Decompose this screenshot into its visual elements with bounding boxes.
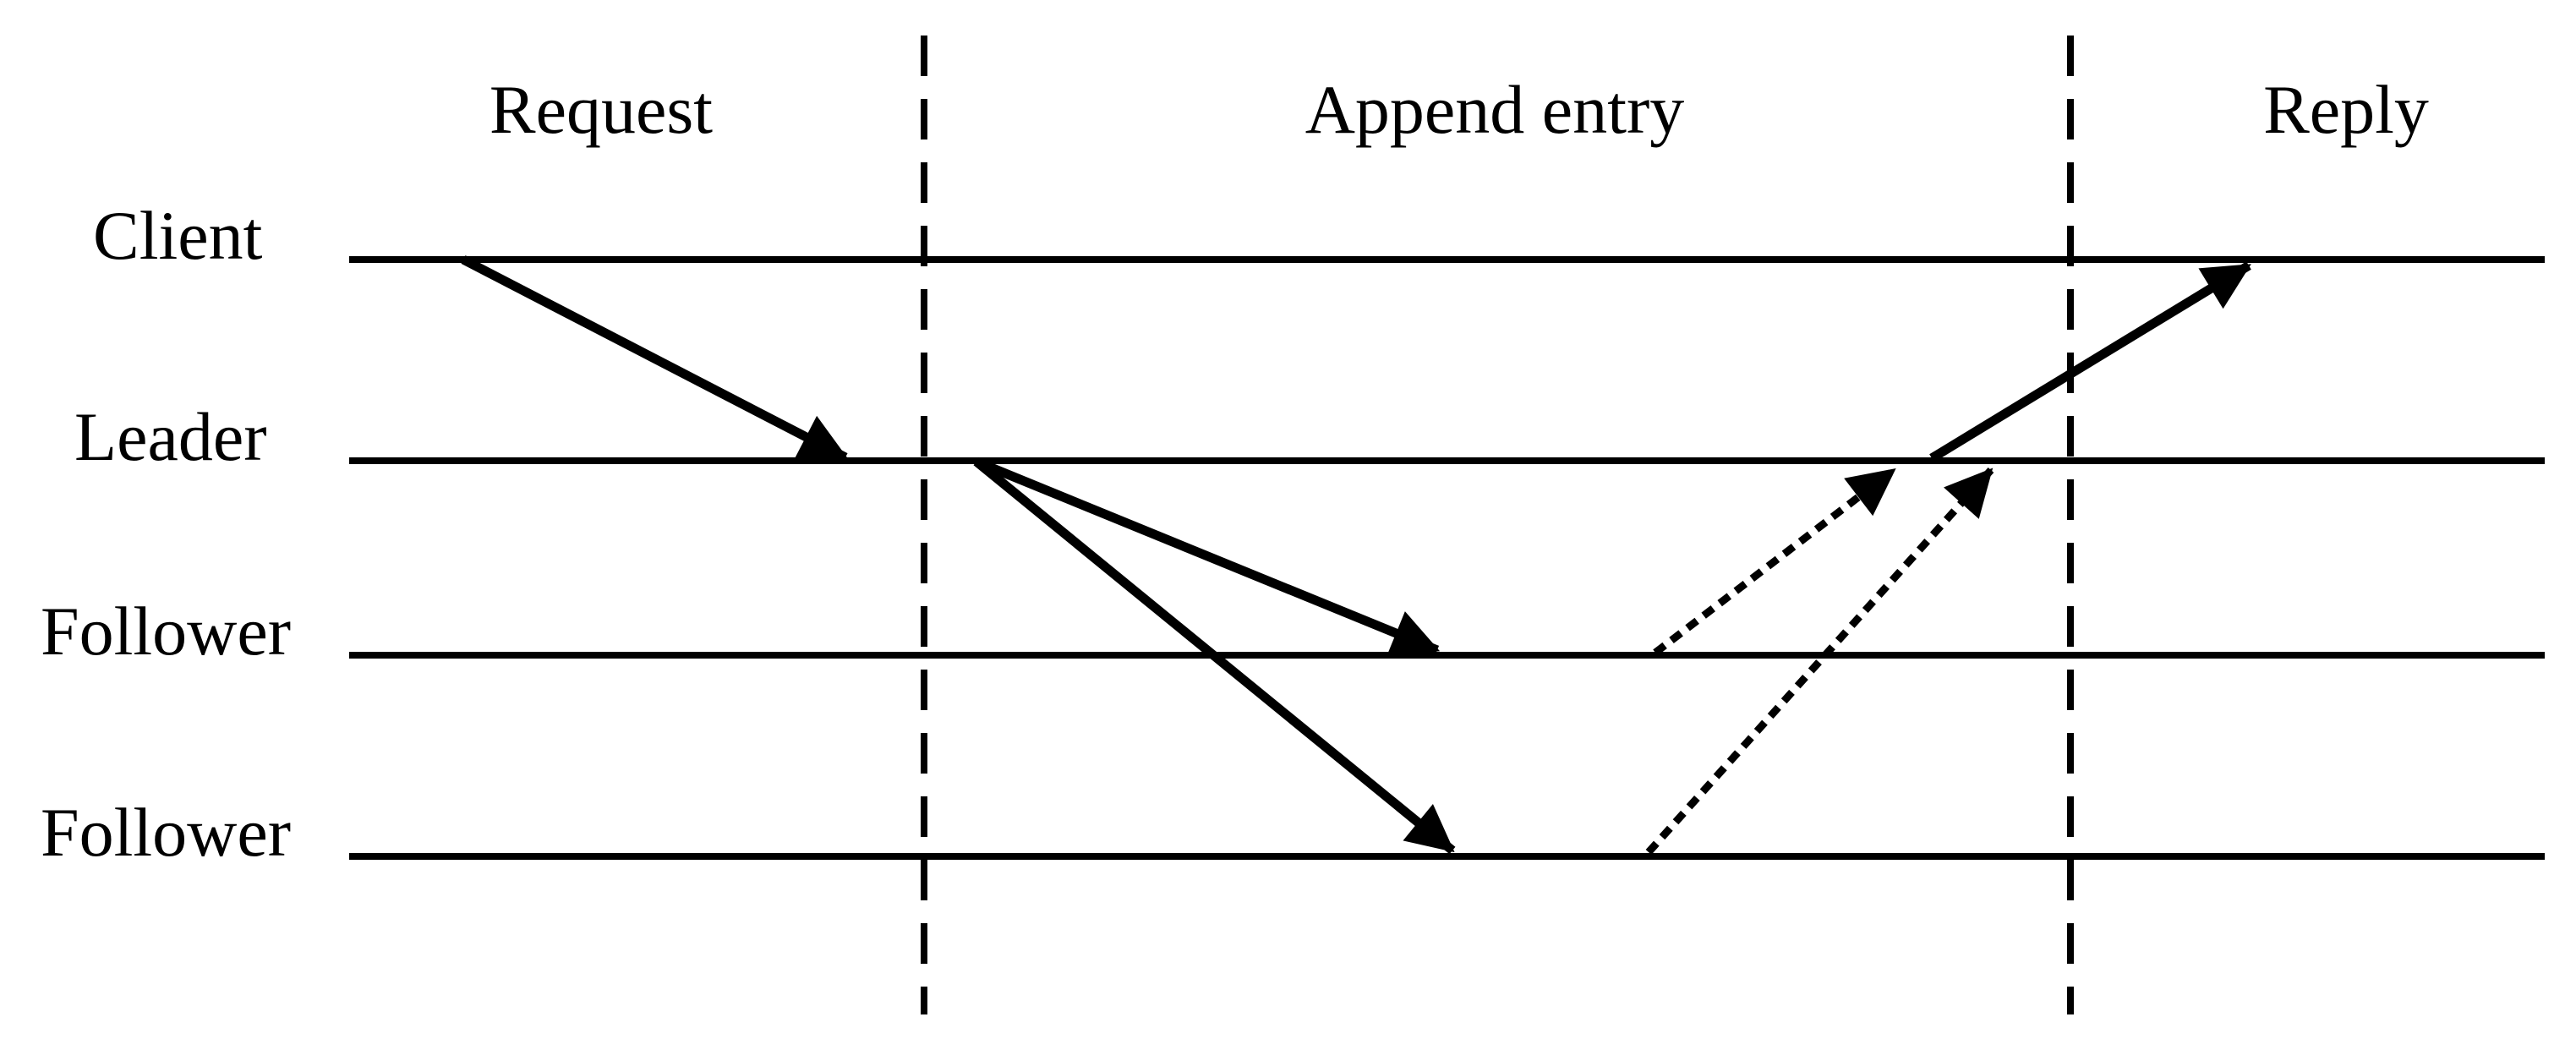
message-append-entry-2-arrow	[973, 457, 1456, 855]
lane-label-follower-1: Follower	[41, 593, 292, 670]
phase-heading-append-entry: Append entry	[1304, 71, 1685, 148]
phase-dividers-group	[921, 36, 2074, 1014]
phase-heading-request: Request	[489, 71, 714, 148]
lane-label-leader: Leader	[74, 398, 267, 475]
lifelines-group	[349, 256, 2545, 860]
message-ack-follower-1-arrow	[1653, 467, 1896, 656]
message-client-request-arrow	[461, 255, 848, 462]
messages-group	[461, 255, 2251, 856]
message-append-entry-1-arrow	[974, 457, 1441, 655]
lane-label-client: Client	[93, 197, 263, 274]
lane-label-follower-2: Follower	[41, 794, 292, 871]
message-ack-follower-2-arrow	[1645, 467, 1994, 856]
phase-heading-reply: Reply	[2263, 71, 2429, 148]
message-reply-arrow	[1929, 261, 2251, 462]
